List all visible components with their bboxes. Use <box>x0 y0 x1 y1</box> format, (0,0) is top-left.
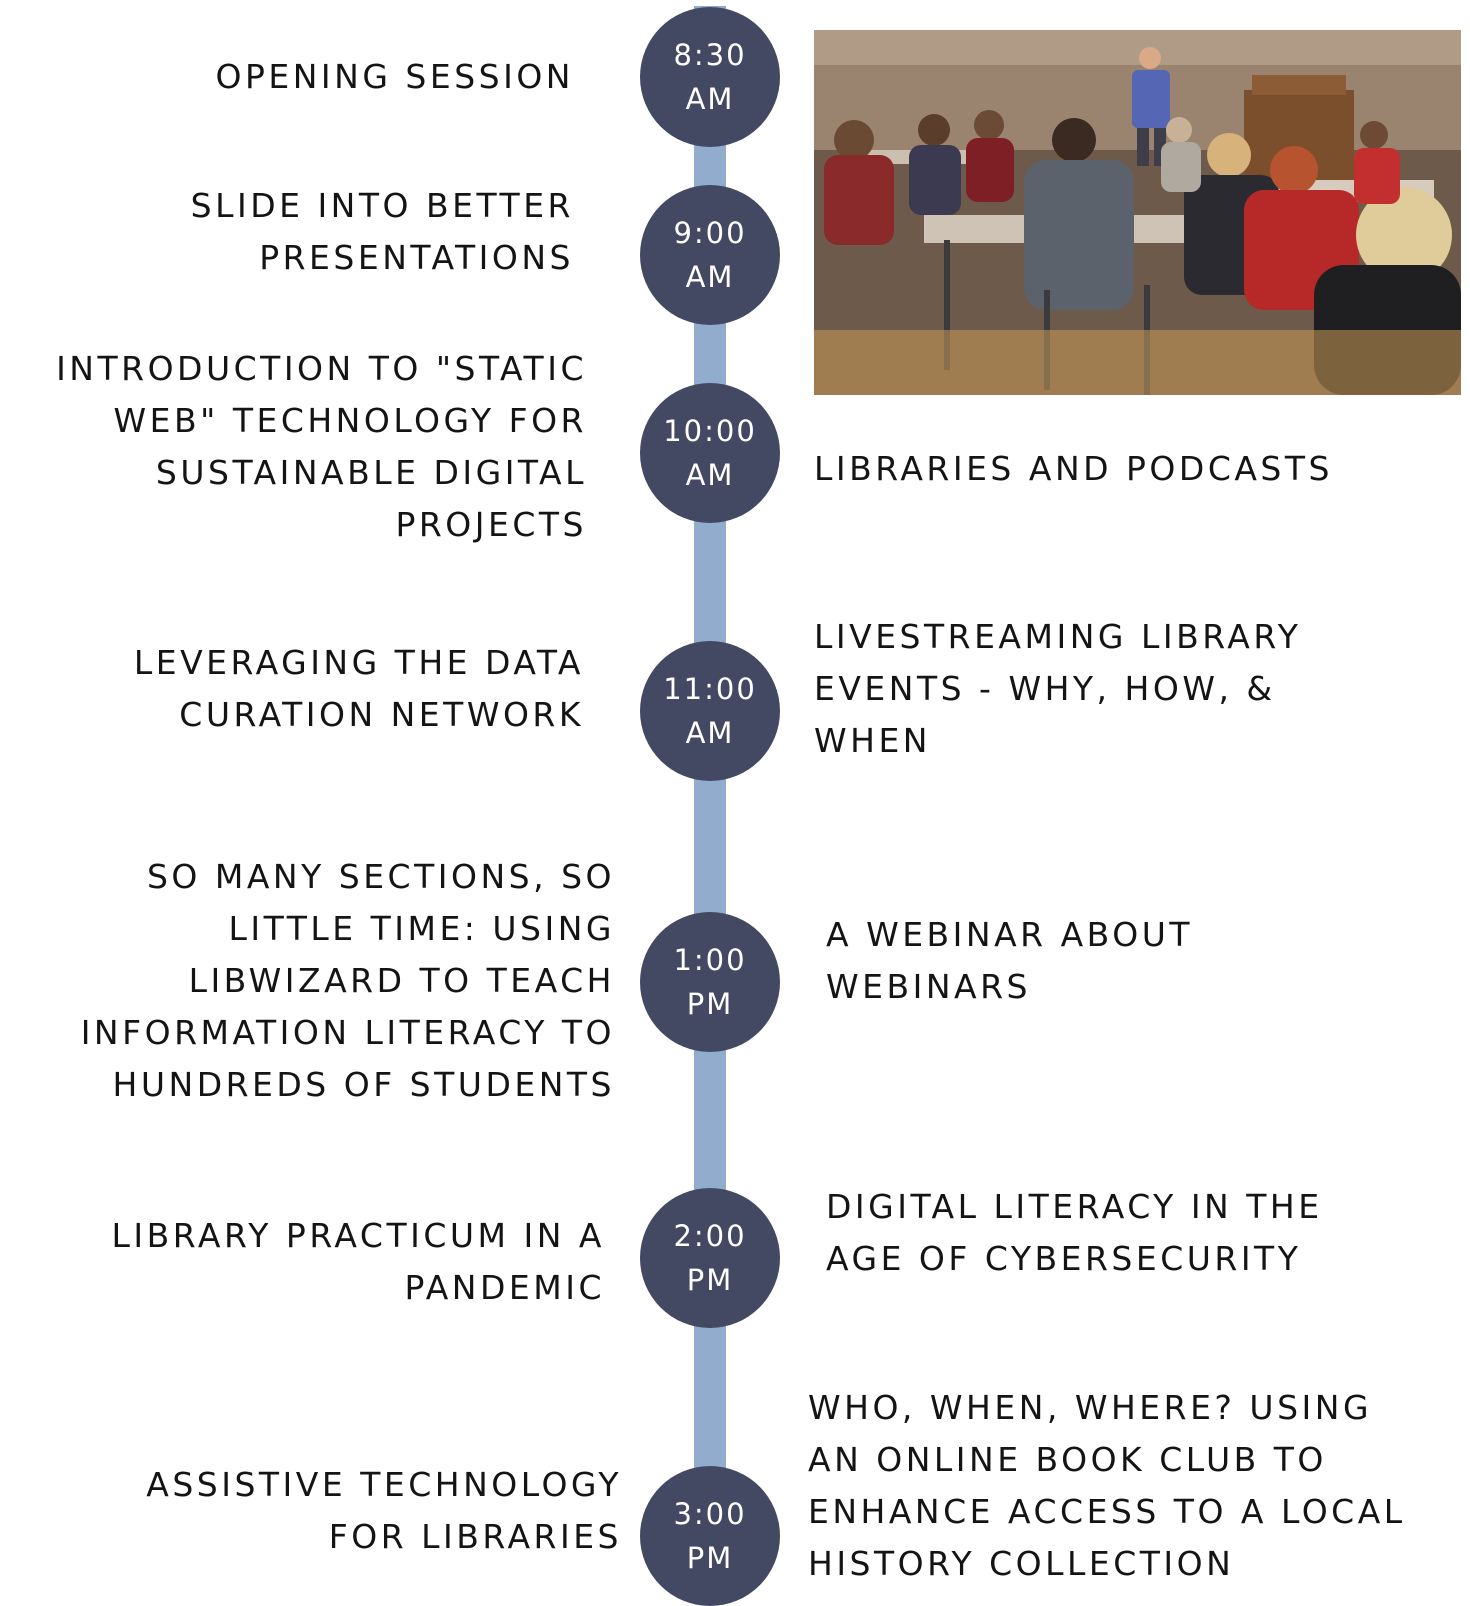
session-left-1100: LEVERAGING THE DATA CURATION NETWORK <box>133 643 584 734</box>
session-right-1100: LIVESTREAMING LIBRARY EVENTS - WHY, HOW,… <box>814 617 1302 760</box>
time-node-0830: 8:30 AM <box>640 7 780 147</box>
conference-photo <box>814 30 1461 395</box>
session-left-1400: LIBRARY PRACTICUM IN A PANDEMIC <box>111 1216 605 1307</box>
session-left-0830: OPENING SESSION <box>215 57 574 96</box>
session-right-1000: LIBRARIES AND PODCASTS <box>814 449 1333 488</box>
time-period: AM <box>685 458 735 492</box>
time-hour: 11:00 <box>663 672 757 706</box>
time-hour: 1:00 <box>673 943 747 977</box>
time-period: AM <box>685 716 735 750</box>
time-hour: 2:00 <box>673 1219 747 1253</box>
time-node-1500: 3:00 PM <box>640 1466 780 1606</box>
time-hour: 3:00 <box>673 1497 747 1531</box>
session-right-1300: A WEBINAR ABOUT WEBINARS <box>826 915 1194 1006</box>
session-right-1500: WHO, WHEN, WHERE? USING AN ONLINE BOOK C… <box>808 1388 1406 1583</box>
time-node-0900: 9:00 AM <box>640 185 780 325</box>
time-period: PM <box>686 987 734 1021</box>
time-hour: 9:00 <box>673 216 747 250</box>
time-node-1300: 1:00 PM <box>640 912 780 1052</box>
session-left-0900: SLIDE INTO BETTER PRESENTATIONS <box>190 186 574 277</box>
session-left-1000: INTRODUCTION TO "STATIC WEB" TECHNOLOGY … <box>56 349 587 544</box>
time-period: AM <box>685 260 735 294</box>
session-left-1300: SO MANY SECTIONS, SO LITTLE TIME: USING … <box>80 857 615 1104</box>
time-node-1000: 10:00 AM <box>640 383 780 523</box>
time-hour: 10:00 <box>663 414 757 448</box>
time-node-1100: 11:00 AM <box>640 641 780 781</box>
time-period: PM <box>686 1541 734 1575</box>
session-left-1500: ASSISTIVE TECHNOLOGY FOR LIBRARIES <box>146 1465 622 1556</box>
time-period: AM <box>685 82 735 116</box>
time-hour: 8:30 <box>673 38 747 72</box>
time-node-1400: 2:00 PM <box>640 1188 780 1328</box>
session-right-1400: DIGITAL LITERACY IN THE AGE OF CYBERSECU… <box>826 1187 1323 1278</box>
time-period: PM <box>686 1263 734 1297</box>
